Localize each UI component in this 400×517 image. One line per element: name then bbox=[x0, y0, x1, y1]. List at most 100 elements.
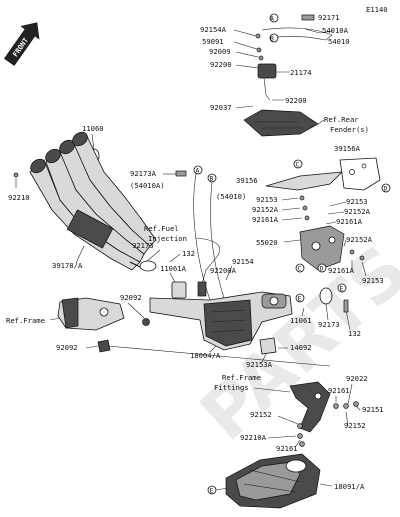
label-11061a: 11061A bbox=[160, 264, 187, 273]
clamp-92173 bbox=[139, 260, 157, 272]
mount-rod bbox=[107, 345, 331, 367]
label-92153-b: 92153 bbox=[346, 197, 368, 206]
label-39156: 39156 bbox=[236, 176, 258, 185]
exhaust-valve-actuator bbox=[255, 33, 277, 101]
circle-ref-c-mid bbox=[295, 263, 305, 273]
label-59091: 59091 bbox=[202, 37, 224, 46]
label-ref-frame-fittings: Ref.Frame bbox=[222, 373, 261, 382]
grommet-92092-b bbox=[97, 339, 111, 353]
label-92092-a: 92092 bbox=[120, 293, 142, 302]
label-11060: 11060 bbox=[82, 124, 104, 133]
label-ref-frame: Ref.Frame bbox=[6, 316, 45, 325]
label-11061: 11061 bbox=[290, 316, 312, 325]
label-92173-b: 92173 bbox=[318, 320, 340, 329]
label-92161-a: 92161 bbox=[328, 386, 350, 395]
label-132-a: 132 bbox=[182, 249, 195, 258]
clamp-92173-b bbox=[319, 287, 333, 305]
label-92200-mid: 92200 bbox=[285, 96, 307, 105]
circle-ref-c-top-letter: C bbox=[296, 161, 300, 169]
washer-92210a bbox=[297, 433, 303, 439]
diagram-code: E1140 bbox=[366, 5, 388, 14]
label-92210a: 92210A bbox=[240, 433, 267, 442]
label-92200-top: 92200 bbox=[210, 60, 232, 69]
label-54010-top: 54010 bbox=[328, 37, 350, 46]
label-92152a-b: 92152A bbox=[344, 207, 371, 216]
label-21174: 21174 bbox=[290, 68, 312, 77]
exhaust-chamber-18004a bbox=[149, 291, 293, 351]
label-ref-frame-fittings-2: Fittings bbox=[214, 383, 249, 392]
collar-92161a-a bbox=[304, 215, 310, 221]
circle-ref-c-mid-letter: C bbox=[298, 265, 302, 273]
valve-cable-assembly bbox=[261, 13, 334, 43]
circle-ref-d-mid-letter: D bbox=[320, 265, 324, 273]
front-arrow-icon: FRONT bbox=[4, 22, 40, 66]
label-54010a-top: 54010A bbox=[322, 26, 349, 35]
label-18004a: 18004/A bbox=[190, 351, 221, 360]
label-39178a: 39178/A bbox=[52, 261, 83, 270]
label-92161-b: 92161 bbox=[276, 444, 298, 453]
exhaust-header-pipes bbox=[29, 131, 157, 271]
label-92161a-b: 92161A bbox=[336, 217, 363, 226]
label-54010-mid: (54010) bbox=[216, 192, 246, 201]
circle-ref-b-top: B bbox=[270, 35, 274, 43]
label-92151: 92151 bbox=[362, 405, 384, 414]
label-92154: 92154 bbox=[232, 257, 254, 266]
label-ref-rear-fender-2: Fender(s) bbox=[330, 125, 369, 134]
heat-shield-39156 bbox=[265, 171, 344, 191]
bolt-92153-c bbox=[359, 255, 365, 261]
circle-ref-a-mid-letter: A bbox=[196, 167, 200, 175]
circle-ref-c-top bbox=[293, 159, 303, 169]
label-92152-a: 92152 bbox=[344, 421, 366, 430]
clamp-92173a bbox=[175, 170, 187, 177]
bolt-92153-a bbox=[299, 195, 305, 201]
label-14092: 14092 bbox=[290, 343, 312, 352]
circle-ref-e-right bbox=[337, 283, 347, 293]
muffler-mount-bracket bbox=[289, 381, 331, 433]
label-54010a-mid: (54010A) bbox=[130, 181, 165, 190]
grommet-92092-a bbox=[142, 318, 150, 326]
label-92210: 92210 bbox=[8, 193, 30, 202]
label-ref-fuel-2: Injection bbox=[148, 234, 187, 243]
gasket-11061a bbox=[171, 281, 187, 299]
label-92200a: 92200A bbox=[210, 266, 237, 275]
frame-bracket bbox=[57, 297, 125, 331]
label-18091a: 18091/A bbox=[334, 482, 365, 491]
rear-fender-bracket bbox=[243, 109, 319, 137]
label-ref-rear-fender: Ref.Rear bbox=[324, 115, 359, 124]
collar-92161-b bbox=[299, 441, 305, 447]
circle-ref-d-top-letter: D bbox=[384, 185, 388, 193]
label-92152-b: 92152 bbox=[250, 410, 272, 419]
nut-92210 bbox=[13, 172, 19, 178]
label-92009: 92009 bbox=[209, 47, 231, 56]
silencer-18091a bbox=[225, 453, 321, 509]
label-92154a: 92154A bbox=[200, 25, 227, 34]
washer-92161-a bbox=[333, 403, 339, 409]
label-92173a: 92173A bbox=[130, 169, 157, 178]
label-92153-c: 92153 bbox=[362, 276, 384, 285]
label-92161a-c: 92161A bbox=[328, 266, 355, 275]
washer-92152-b bbox=[297, 423, 303, 429]
label-92161a-a: 92161A bbox=[252, 215, 279, 224]
circle-ref-a-top: A bbox=[270, 15, 274, 23]
heat-shield-39156a bbox=[339, 157, 381, 191]
label-92092-b: 92092 bbox=[56, 343, 78, 352]
label-ref-fuel: Ref.Fuel bbox=[144, 224, 179, 233]
label-92153-a: 92153 bbox=[256, 195, 278, 204]
washer-92152a-c bbox=[349, 249, 355, 255]
label-132-b: 132 bbox=[348, 329, 361, 338]
label-92152a-c: 92152A bbox=[346, 235, 373, 244]
label-92037: 92037 bbox=[210, 103, 232, 112]
cover-14092 bbox=[259, 337, 277, 355]
circle-ref-b-mid-letter: B bbox=[210, 175, 214, 183]
bolt-92151 bbox=[353, 401, 359, 407]
washer-92152a-a bbox=[302, 205, 308, 211]
oxygen-sensor bbox=[195, 237, 220, 297]
bracket-55020 bbox=[299, 225, 345, 271]
label-92173-a: 92173 bbox=[132, 241, 154, 250]
label-92152a-a: 92152A bbox=[252, 205, 279, 214]
circle-ref-d-top bbox=[381, 183, 391, 193]
label-92171: 92171 bbox=[318, 13, 340, 22]
circle-ref-e-mid bbox=[295, 293, 305, 303]
circle-ref-e-bottom-letter: E bbox=[210, 487, 214, 495]
